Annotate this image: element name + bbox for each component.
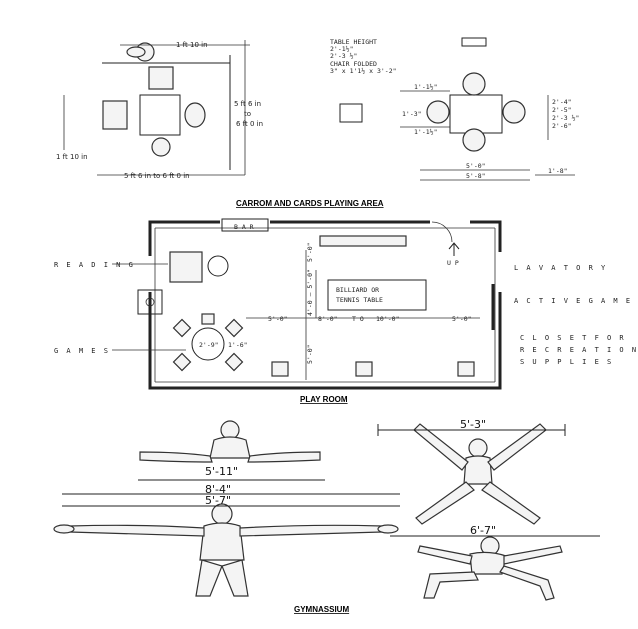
dim-h-mid-a: 8'-0": [318, 315, 338, 323]
dim-right-c: 6 ft 0 in: [236, 120, 263, 128]
dim-height: 5'-7": [205, 494, 231, 507]
chair-folded-label: CHAIR FOLDED: [330, 60, 377, 68]
dim-bottom: 5 ft 6 in to 6 ft 0 in: [124, 172, 190, 180]
dim-r2: 2'-5": [552, 106, 572, 114]
dim-top: 1 ft 10 in: [176, 41, 208, 49]
up-arrow-icon: [448, 242, 460, 256]
dim-r3: 2'-3 ½": [552, 114, 579, 122]
dim-v-bot: 5'-0": [306, 344, 314, 364]
billiard-label-1: BILLIARD OR: [336, 286, 379, 294]
gym-figures: [53, 420, 600, 601]
card-table: [449, 94, 503, 134]
folded-chair: [339, 103, 363, 123]
seated-person: [426, 100, 450, 124]
dim-h-right: 5'-0": [452, 315, 472, 323]
playroom-plan: [112, 218, 502, 390]
seated-person: [126, 46, 146, 58]
caption-carrom: CARROM AND CARDS PLAYING AREA: [236, 199, 384, 208]
seated-person: [184, 102, 206, 128]
dim-left: 1 ft 10 in: [56, 153, 88, 161]
chair: [102, 100, 128, 130]
dim-right-a: 5 ft 6 in: [234, 100, 261, 108]
dim-arms-span: 8'-4": [205, 483, 231, 496]
table-height-label: TABLE HEIGHT: [330, 38, 377, 46]
caption-gymnasium: GYMNASSIUM: [294, 605, 349, 614]
dim-lunge-span: 6'-7": [470, 524, 496, 537]
up-label: U P: [447, 259, 459, 267]
dim-b3: 1'-8": [548, 167, 568, 175]
closet-label-3: S U P P L I E S: [520, 358, 613, 366]
billiard-table: [327, 279, 427, 311]
fireplace: [137, 289, 163, 315]
dim-d1: 1'-1½": [414, 83, 437, 91]
active-games-label: A C T I V E G A M E S: [514, 297, 638, 305]
human-figure-split: [220, 420, 240, 440]
dim-table: 2'-9": [199, 341, 219, 349]
table-height-b: 2'-3 ½": [330, 52, 357, 60]
bar-counter: [221, 218, 269, 232]
reading-label: R E A D I N G: [54, 261, 135, 269]
dim-r1: 2'-4": [552, 98, 572, 106]
human-figure-star: [468, 438, 488, 458]
chair: [148, 66, 174, 90]
dim-d2: 1'-3": [402, 110, 422, 118]
dim-v-top: 5'-0": [306, 242, 314, 262]
seated-person: [462, 128, 486, 152]
chair-folded-size: 3" x 1'1½ x 3'-2": [330, 67, 397, 75]
dim-v-mid: 4'-0 — 5'-0": [306, 269, 314, 316]
seated-person: [151, 137, 171, 157]
dim-d3: 1'-1½": [414, 128, 437, 136]
caption-playroom: PLAY ROOM: [300, 395, 348, 404]
cue-rack: [319, 235, 407, 247]
dim-star-span: 5'-3": [460, 418, 486, 431]
seated-person: [462, 72, 486, 96]
reading-chair: [169, 251, 203, 283]
table-height-a: 2'-1½": [330, 45, 353, 53]
human-figure-standing: [211, 503, 233, 525]
closet-label-1: C L O S E T F O R: [520, 334, 626, 342]
closet-label-2: R E C R E A T I O N: [520, 346, 638, 354]
dim-h-mid-b: 10'-0": [376, 315, 399, 323]
reading-table: [207, 255, 229, 277]
dim-legs-span: 5'-11": [205, 465, 238, 478]
seated-person: [502, 100, 526, 124]
chair-folded-icon: [461, 37, 487, 47]
dim-b1: 5'-0": [466, 162, 486, 170]
dim-table-r: 1'-6": [228, 341, 248, 349]
dim-right-b: to: [244, 110, 251, 118]
lavatory-label: L A V A T O R Y: [514, 264, 607, 272]
bar-label: B A R: [234, 223, 254, 231]
dim-h-mid-to: T O: [352, 315, 364, 323]
games-table: [191, 327, 225, 361]
carrom-plan-left: [63, 40, 250, 176]
carrom-table: [139, 94, 181, 136]
dim-b2: 5'-8": [466, 172, 486, 180]
dim-r4: 2'-6": [552, 122, 572, 130]
dim-h-left: 5'-0": [268, 315, 288, 323]
billiard-label-2: TENNIS TABLE: [336, 296, 383, 304]
games-label: G A M E S: [54, 347, 110, 355]
carrom-plan-right: [339, 37, 575, 181]
